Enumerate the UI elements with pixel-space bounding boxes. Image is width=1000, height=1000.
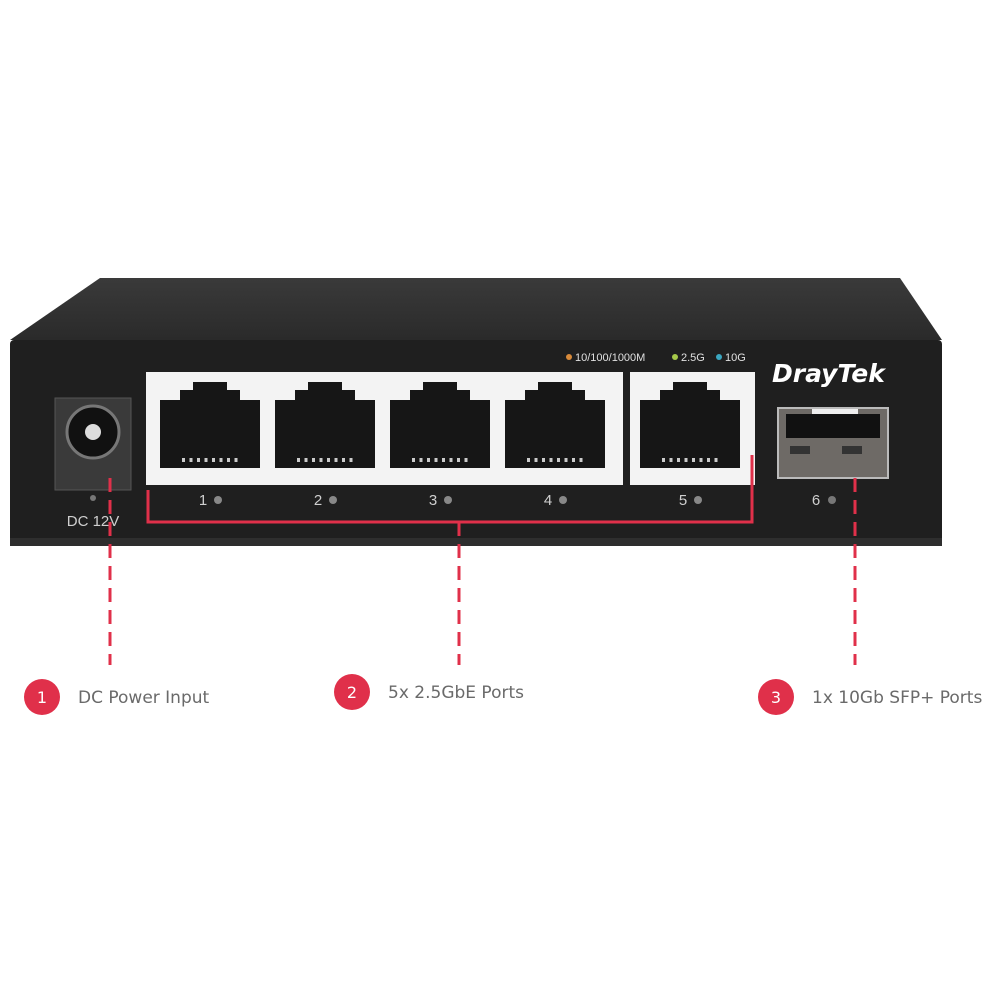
callout-2: 2 5x 2.5GbE Ports	[334, 674, 524, 710]
legend-label-1: 2.5G	[681, 352, 705, 364]
callout-badge	[24, 679, 60, 715]
rj45-port-5[interactable]	[640, 380, 740, 468]
port-number-1: 1	[199, 492, 207, 509]
port-number-6: 6	[812, 492, 820, 509]
legend-dot-2	[716, 354, 722, 360]
dc-power-jack	[54, 397, 132, 501]
port-number-4: 4	[544, 492, 552, 509]
switch-bottom-edge	[10, 538, 942, 546]
led-6	[828, 496, 836, 504]
callout-1: 1 DC Power Input	[24, 679, 210, 715]
port-number-5: 5	[679, 492, 687, 509]
led-5	[694, 496, 702, 504]
legend-label-0: 10/100/1000M	[575, 352, 645, 364]
switch-top-face	[10, 278, 942, 340]
led-1	[214, 496, 222, 504]
port-number-3: 3	[429, 492, 437, 509]
callout-label: DC Power Input	[78, 688, 210, 708]
ports-bracket	[108, 455, 857, 665]
legend-label-2: 10G	[725, 352, 746, 364]
callout-3: 3 1x 10Gb SFP+ Ports	[758, 679, 982, 715]
led-3	[444, 496, 452, 504]
rj45-port-1[interactable]	[160, 380, 260, 468]
callout-label: 5x 2.5GbE Ports	[388, 683, 524, 703]
callout-number: 3	[771, 688, 781, 707]
draytek-logo: DrayTek	[772, 359, 886, 388]
callout-number: 1	[37, 688, 47, 707]
legend-dot-1	[672, 354, 678, 360]
power-label: DC 12V	[67, 513, 120, 530]
rj45-port-3[interactable]	[390, 380, 490, 468]
sfp-port-6[interactable]	[777, 407, 889, 479]
rj45-port-2[interactable]	[275, 380, 375, 468]
callout-badge	[334, 674, 370, 710]
rj45-port-4[interactable]	[505, 380, 605, 468]
callout-badge	[758, 679, 794, 715]
led-legend: 10/100/1000M 2.5G 10G	[566, 352, 746, 364]
legend-dot-0	[566, 354, 572, 360]
callout-label: 1x 10Gb SFP+ Ports	[812, 688, 982, 708]
led-2	[329, 496, 337, 504]
port-number-2: 2	[314, 492, 322, 509]
led-4	[559, 496, 567, 504]
callout-number: 2	[347, 683, 357, 702]
